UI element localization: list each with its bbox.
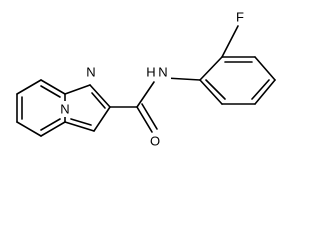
bridgehead-nitrogen-label: N [60, 102, 69, 117]
fluorine-label: F [236, 10, 244, 25]
imidazole-nitrogen-label: N [86, 65, 95, 80]
bond-c1prime-c2prime [199, 56, 223, 81]
atom-labels: F N H N O N [58, 9, 247, 149]
molecule-structure-diagram: F N H N O N [16, 9, 276, 149]
pyridine-ring [16, 79, 66, 137]
bond-c3-n-bridge-inner [70, 118, 92, 126]
bond-carbonyl-o-double [141, 103, 158, 130]
bond-c8a-n-imidazole [64, 84, 91, 95]
bond-c2prime-f [221, 25, 239, 58]
bond-c8-c8a [40, 121, 66, 137]
amide-nitrogen-label: N [158, 65, 167, 80]
carboxamide-group [109, 81, 158, 133]
bond-c2-c3 [93, 106, 111, 132]
bond-carbonyl-o [136, 106, 153, 133]
bond-c3prime-c4prime [254, 56, 276, 81]
fluorophenyl-ring [165, 25, 276, 105]
bond-n-imidazole-c2-inner [91, 92, 106, 109]
bond-carbonyl-n [136, 81, 155, 108]
bond-c8-c8a-inner [40, 118, 61, 131]
bond-n4-c5-inner [40, 85, 61, 98]
bond-n4-c5 [40, 79, 66, 95]
bond-c6prime-c1prime-inner [205, 79, 226, 100]
bond-c5-c6 [16, 79, 42, 95]
bond-nh-c1prime [165, 77, 201, 81]
bond-c7-c8 [16, 121, 42, 137]
bond-c6prime-c1prime [199, 79, 223, 105]
amide-nh-hydrogen-label: H [146, 65, 155, 80]
bond-c4prime-c5prime [254, 79, 276, 105]
oxygen-label: O [150, 134, 160, 149]
bond-c3-n-bridge [64, 121, 95, 132]
bond-c4prime-c5prime-inner [251, 79, 270, 100]
bond-n-imidazole-c2 [89, 84, 111, 108]
imidazole-ring [64, 84, 111, 132]
